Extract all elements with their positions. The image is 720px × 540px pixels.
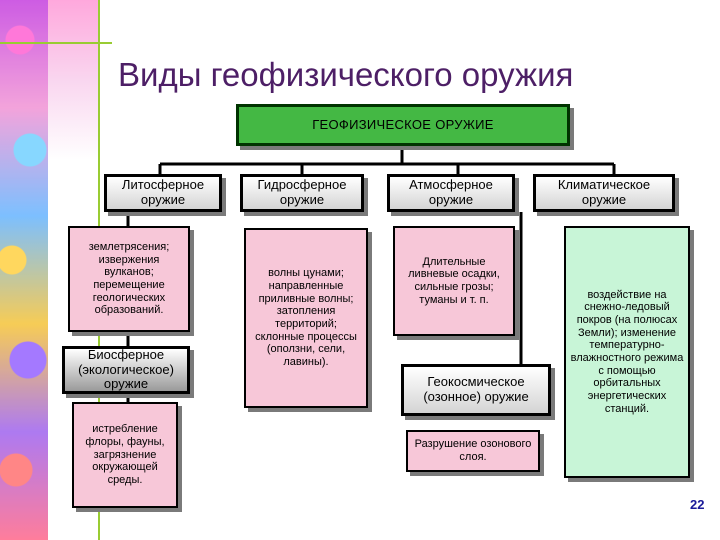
category-hydro: Гидросферное оружие <box>240 174 364 212</box>
category-atmo-label: Атмосферное оружие <box>390 178 512 208</box>
category-geocosmic: Геокосмическое (озонное) оружие <box>401 364 551 416</box>
page-number: 22 <box>690 497 704 512</box>
detail-hydro-text: волны цунами; направленные приливные вол… <box>249 267 363 368</box>
detail-bio-text: истребление флоры, фауны, загрязнение ок… <box>77 423 173 486</box>
root-box: ГЕОФИЗИЧЕСКОЕ ОРУЖИЕ <box>236 104 570 146</box>
detail-climate: воздействие на снежно-ледовый покров (на… <box>564 226 690 478</box>
detail-climate-text: воздействие на снежно-ледовый покров (на… <box>569 289 685 415</box>
root-label: ГЕОФИЗИЧЕСКОЕ ОРУЖИЕ <box>312 118 494 133</box>
detail-atmo: Длительные ливневые осадки, сильные гроз… <box>393 226 515 336</box>
category-climate: Климатическое оружие <box>533 174 675 212</box>
detail-hydro: волны цунами; направленные приливные вол… <box>244 228 368 408</box>
detail-geocosmic-text: Разрушение озонового слоя. <box>411 438 535 463</box>
category-hydro-label: Гидросферное оружие <box>243 178 361 208</box>
category-litho-label: Литосферное оружие <box>107 178 219 208</box>
category-geocosmic-label: Геокосмическое (озонное) оружие <box>406 375 546 405</box>
detail-geocosmic: Разрушение озонового слоя. <box>406 430 540 472</box>
detail-bio: истребление флоры, фауны, загрязнение ок… <box>72 402 178 508</box>
detail-atmo-text: Длительные ливневые осадки, сильные гроз… <box>398 256 510 307</box>
detail-litho: землетрясения; извержения вулканов; пере… <box>68 226 190 332</box>
category-bio: Биосферное (экологическое) оружие <box>62 346 190 394</box>
category-climate-label: Климатическое оружие <box>536 178 672 208</box>
category-atmo: Атмосферное оружие <box>387 174 515 212</box>
category-bio-label: Биосферное (экологическое) оружие <box>67 348 185 393</box>
detail-litho-text: землетрясения; извержения вулканов; пере… <box>73 241 185 317</box>
category-litho: Литосферное оружие <box>104 174 222 212</box>
